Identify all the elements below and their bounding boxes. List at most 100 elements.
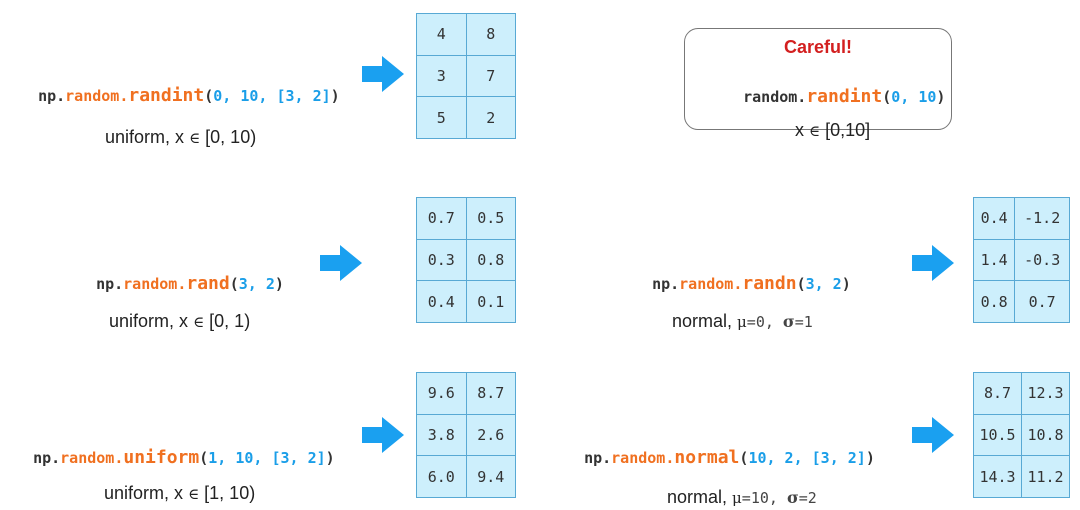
code-module: random. <box>679 275 743 293</box>
desc-range: [0, 10) <box>200 127 257 147</box>
desc-prefix: normal, <box>672 311 738 331</box>
code-normal: np.random.normal(10, 2, [3, 2]) <box>566 428 875 468</box>
code-args: 0, 10, [3, 2] <box>213 87 331 105</box>
code-args: 3, 2 <box>805 275 842 293</box>
matrix-cell: 8.7 <box>465 372 516 415</box>
desc-randn: normal, μ=0, σ=1 <box>662 288 813 333</box>
sigma-symbol: σ <box>786 488 799 507</box>
careful-callout: Careful! random.randint(0, 10) x ∈ [0,10… <box>684 28 952 140</box>
code-open-paren: ( <box>199 449 209 467</box>
matrix-cell: 10.5 <box>973 413 1022 457</box>
code-args: 1, 10, [3, 2] <box>208 449 326 467</box>
code-np: np. <box>584 449 612 467</box>
matrix-cell: 14.3 <box>973 455 1022 498</box>
matrix-cell: 7 <box>465 54 516 98</box>
matrix-cell: 1.4 <box>972 238 1016 282</box>
sigma-value: =1 <box>794 313 813 331</box>
code-open-paren: ( <box>229 275 239 293</box>
desc-prefix: uniform, <box>104 483 175 503</box>
code-module: random. <box>611 449 675 467</box>
desc-prefix: normal, <box>667 487 733 507</box>
desc-range: [0,10] <box>820 120 871 140</box>
code-close-paren: ) <box>325 449 335 467</box>
matrix-cell: 0.4 <box>972 197 1016 240</box>
code-module: random. <box>65 87 129 105</box>
code-open-paren: ( <box>882 88 892 106</box>
code-randint: np.random.randint(0, 10, [3, 2]) <box>20 66 340 106</box>
right-arrow-icon <box>320 245 362 281</box>
matrix-cell: 8.7 <box>973 372 1022 415</box>
code-function: randint <box>128 85 205 106</box>
mu-symbol: μ <box>732 489 742 507</box>
code-function: rand <box>186 273 230 294</box>
matrix-cell: 6.0 <box>416 455 467 498</box>
code-module: random. <box>743 88 807 106</box>
right-arrow-icon <box>912 417 954 453</box>
desc-var: x <box>174 483 184 503</box>
matrix-cell: 0.8 <box>465 238 516 282</box>
matrix-cell: 12.3 <box>1021 372 1070 415</box>
matrix-cell: 0.4 <box>416 280 467 323</box>
code-np: np. <box>652 275 680 293</box>
code-rand: np.random.rand(3, 2) <box>78 254 284 294</box>
matrix-cell: 0.7 <box>416 197 467 240</box>
code-function: uniform <box>123 447 200 468</box>
code-open-paren: ( <box>739 449 749 467</box>
matrix-cell: 4 <box>416 13 467 56</box>
code-module: random. <box>60 449 124 467</box>
code-function: randint <box>806 86 883 107</box>
code-args: 0, 10 <box>891 88 937 106</box>
matrix-cell: 0.3 <box>416 238 467 282</box>
code-np: np. <box>38 87 66 105</box>
code-close-paren: ) <box>865 449 875 467</box>
matrix-cell: 2.6 <box>465 413 516 457</box>
element-of-symbol: ∈ <box>189 129 201 147</box>
code-function: randn <box>742 273 797 294</box>
desc-uniform: uniform, x ∈ [1, 10) <box>94 460 255 505</box>
desc-prefix: uniform, <box>105 127 176 147</box>
code-uniform: np.random.uniform(1, 10, [3, 2]) <box>15 428 335 468</box>
desc-var: x <box>795 120 805 140</box>
mu-value: =0, <box>746 313 783 331</box>
mu-value: =10, <box>741 489 787 507</box>
matrix-cell: -0.3 <box>1014 238 1070 282</box>
code-args: 3, 2 <box>238 275 275 293</box>
desc-var: x <box>175 127 185 147</box>
matrix-cell: 8 <box>465 13 516 56</box>
desc-randint: uniform, x ∈ [0, 10) <box>95 104 256 149</box>
code-close-paren: ) <box>274 275 284 293</box>
sigma-value: =2 <box>798 489 817 507</box>
sigma-symbol: σ <box>782 312 795 331</box>
matrix-cell: 11.2 <box>1021 455 1070 498</box>
right-arrow-icon <box>362 56 404 92</box>
matrix-cell: 9.6 <box>416 372 467 415</box>
callout-desc: x ∈ [0,10] <box>775 97 870 164</box>
desc-prefix: uniform, <box>109 311 180 331</box>
code-randn: np.random.randn(3, 2) <box>634 254 851 294</box>
desc-range: [1, 10) <box>199 483 256 503</box>
element-of-symbol: ∈ <box>188 485 200 503</box>
element-of-symbol: ∈ <box>809 122 821 140</box>
desc-normal: normal, μ=10, σ=2 <box>657 464 817 509</box>
matrix-cell: 3.8 <box>416 413 467 457</box>
callout-title: Careful! <box>783 37 852 57</box>
desc-rand: uniform, x ∈ [0, 1) <box>99 288 250 333</box>
code-np: np. <box>96 275 124 293</box>
matrix-cell: 0.8 <box>972 280 1016 323</box>
desc-range: [0, 1) <box>204 311 251 331</box>
right-arrow-icon <box>912 245 954 281</box>
callout-code: random.randint(0, 10) <box>707 67 945 127</box>
code-close-paren: ) <box>330 87 340 105</box>
matrix-cell: 0.7 <box>1014 280 1070 323</box>
code-close-paren: ) <box>936 88 946 106</box>
element-of-symbol: ∈ <box>193 313 205 331</box>
code-open-paren: ( <box>204 87 214 105</box>
code-function: normal <box>674 447 740 468</box>
matrix-cell: 0.1 <box>465 280 516 323</box>
matrix-cell: 9.4 <box>465 455 516 498</box>
